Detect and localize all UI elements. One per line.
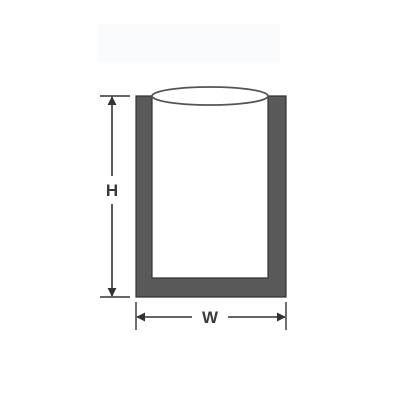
container-wall [135,95,287,298]
width-label: W [202,308,219,327]
header-strip [98,24,280,62]
height-label: H [106,181,118,200]
container-opening-ellipse [151,86,269,106]
